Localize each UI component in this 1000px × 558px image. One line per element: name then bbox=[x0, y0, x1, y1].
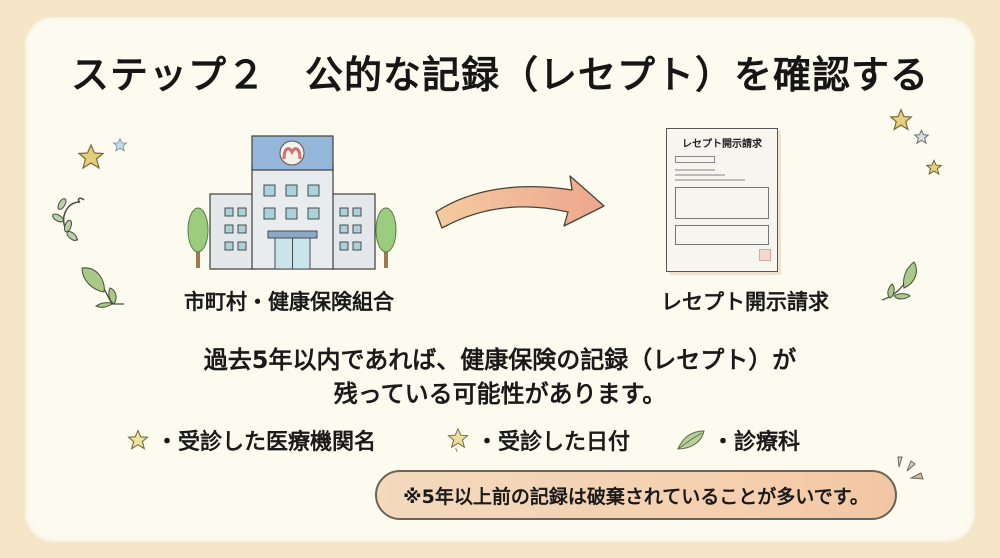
main-text-line-1: 過去5年以内であれば、健康保険の記録（レセプト）が bbox=[203, 346, 797, 374]
document-form-icon: レセプト開示請求 bbox=[666, 128, 778, 272]
bullet-text: ・受診した医療機関名 bbox=[156, 430, 377, 455]
note-text: ※5年以上前の記録は破棄されていることが多いです。 bbox=[403, 485, 869, 508]
government-building-icon bbox=[187, 135, 397, 270]
main-text-line-2: 残っている可能性があります。 bbox=[333, 380, 667, 408]
small-star-icon bbox=[925, 159, 943, 176]
bullet-item: ・診療科 bbox=[676, 424, 800, 456]
leaf-sprig-icon bbox=[881, 261, 917, 301]
note-banner: ※5年以上前の記録は破棄されていることが多いです。 bbox=[375, 470, 897, 520]
star-icon bbox=[77, 143, 105, 170]
star-icon bbox=[889, 108, 913, 131]
vine-icon bbox=[52, 197, 85, 241]
small-star-icon bbox=[112, 137, 128, 152]
slide-title: ステップ２ 公的な記録（レセプト）を確認する bbox=[70, 53, 929, 97]
star-icon bbox=[127, 429, 149, 450]
slide-card bbox=[25, 17, 975, 542]
curved-arrow-right-icon bbox=[435, 175, 605, 229]
leaf-icon bbox=[677, 430, 705, 450]
bullet-text: ・受診した日付 bbox=[476, 430, 631, 455]
document-heading: レセプト開示請求 bbox=[682, 139, 762, 150]
receipt-request-label: レセプト開示請求 bbox=[661, 290, 829, 314]
leaf-sprig-icon bbox=[81, 267, 124, 308]
emphasis-marks-icon bbox=[897, 456, 924, 480]
bullet-text: ・診療科 bbox=[712, 430, 801, 455]
small-star-icon bbox=[913, 129, 930, 145]
municipality-label: 市町村・健康保険組合 bbox=[184, 290, 394, 314]
bullet-item: ・受診した日付 bbox=[446, 424, 630, 456]
bullet-item: ・受診した医療機関名 bbox=[126, 424, 376, 456]
sparkle-star-icon bbox=[447, 427, 469, 453]
